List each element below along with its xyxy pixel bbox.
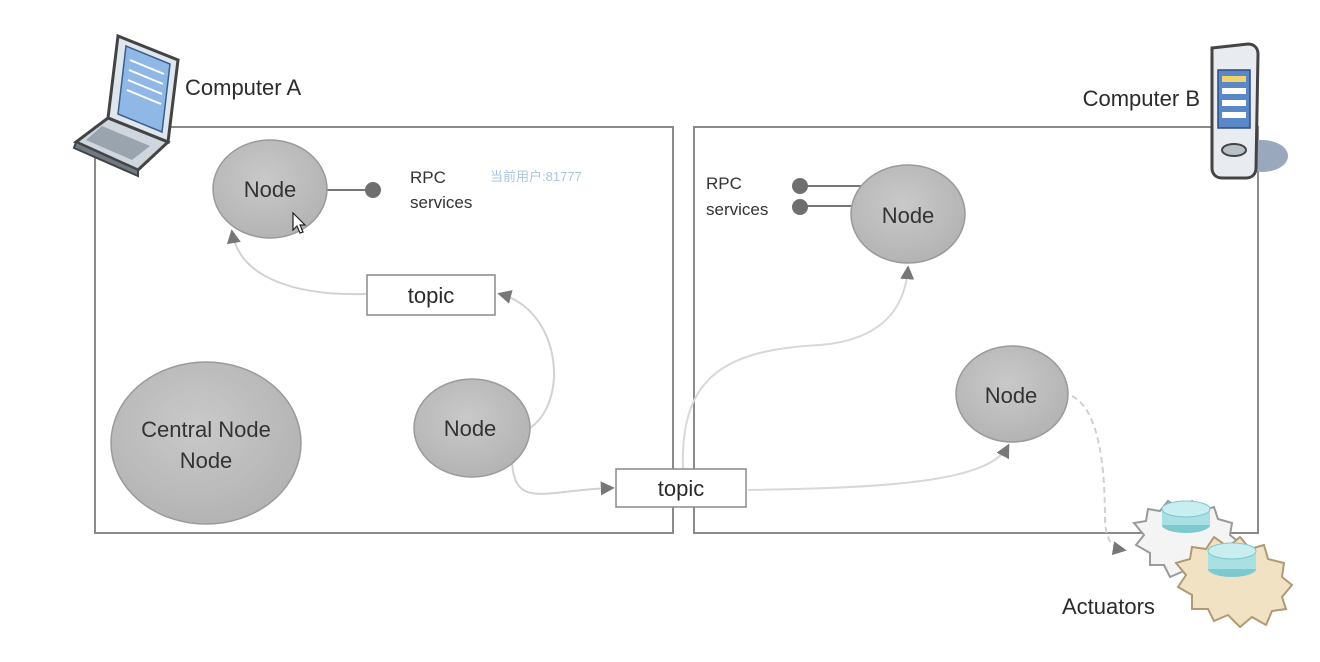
rpc-b-dot-1 [792,178,808,194]
pda-icon [1210,42,1288,180]
cursor-icon [292,211,307,234]
computer-b-label: Computer B [1083,86,1200,111]
topic-box-shared-label: topic [658,476,704,501]
central-node-label-1: Central Node [141,417,271,442]
topic-box-a-label: topic [408,283,454,308]
arrow-shared-topic-to-node-b-mid [747,443,1010,491]
node-a-top-label: Node [244,177,297,202]
arrow-topic-to-node-a [226,229,367,296]
rpc-b-label-2: services [706,200,768,219]
arrow-shared-topic-to-node-b-top [681,265,915,471]
node-b-mid [955,345,1069,443]
watermark: 当前用户:81777 [490,169,582,184]
arrow-node-to-shared-topic [511,461,615,496]
rpc-b-label-1: RPC [706,174,742,193]
node-b-top [850,164,966,264]
node-b-mid-label: Node [985,383,1038,408]
laptop-icon [72,33,180,178]
computer-a-frame [94,126,674,534]
gears-icon [1132,499,1294,629]
node-a-mid [413,378,531,478]
node-a-mid-label: Node [444,416,497,441]
rpc-b-dot-2 [792,199,808,215]
rpc-a-label-2: services [410,193,472,212]
node-b-top-label: Node [882,203,935,228]
central-node [110,361,302,525]
rpc-a-label-1: RPC [410,168,446,187]
arrow-node-to-actuators [1071,395,1127,556]
computer-a-label: Computer A [185,75,301,100]
topic-box-a [366,274,496,316]
rpc-a-dot [365,182,381,198]
computer-b-frame [693,126,1259,534]
arrow-node-to-topic-a [497,290,555,429]
central-node-label-2: Node [180,448,233,473]
actuators-label: Actuators [1062,594,1155,619]
node-a-top [212,139,328,239]
topic-box-shared [615,468,747,508]
